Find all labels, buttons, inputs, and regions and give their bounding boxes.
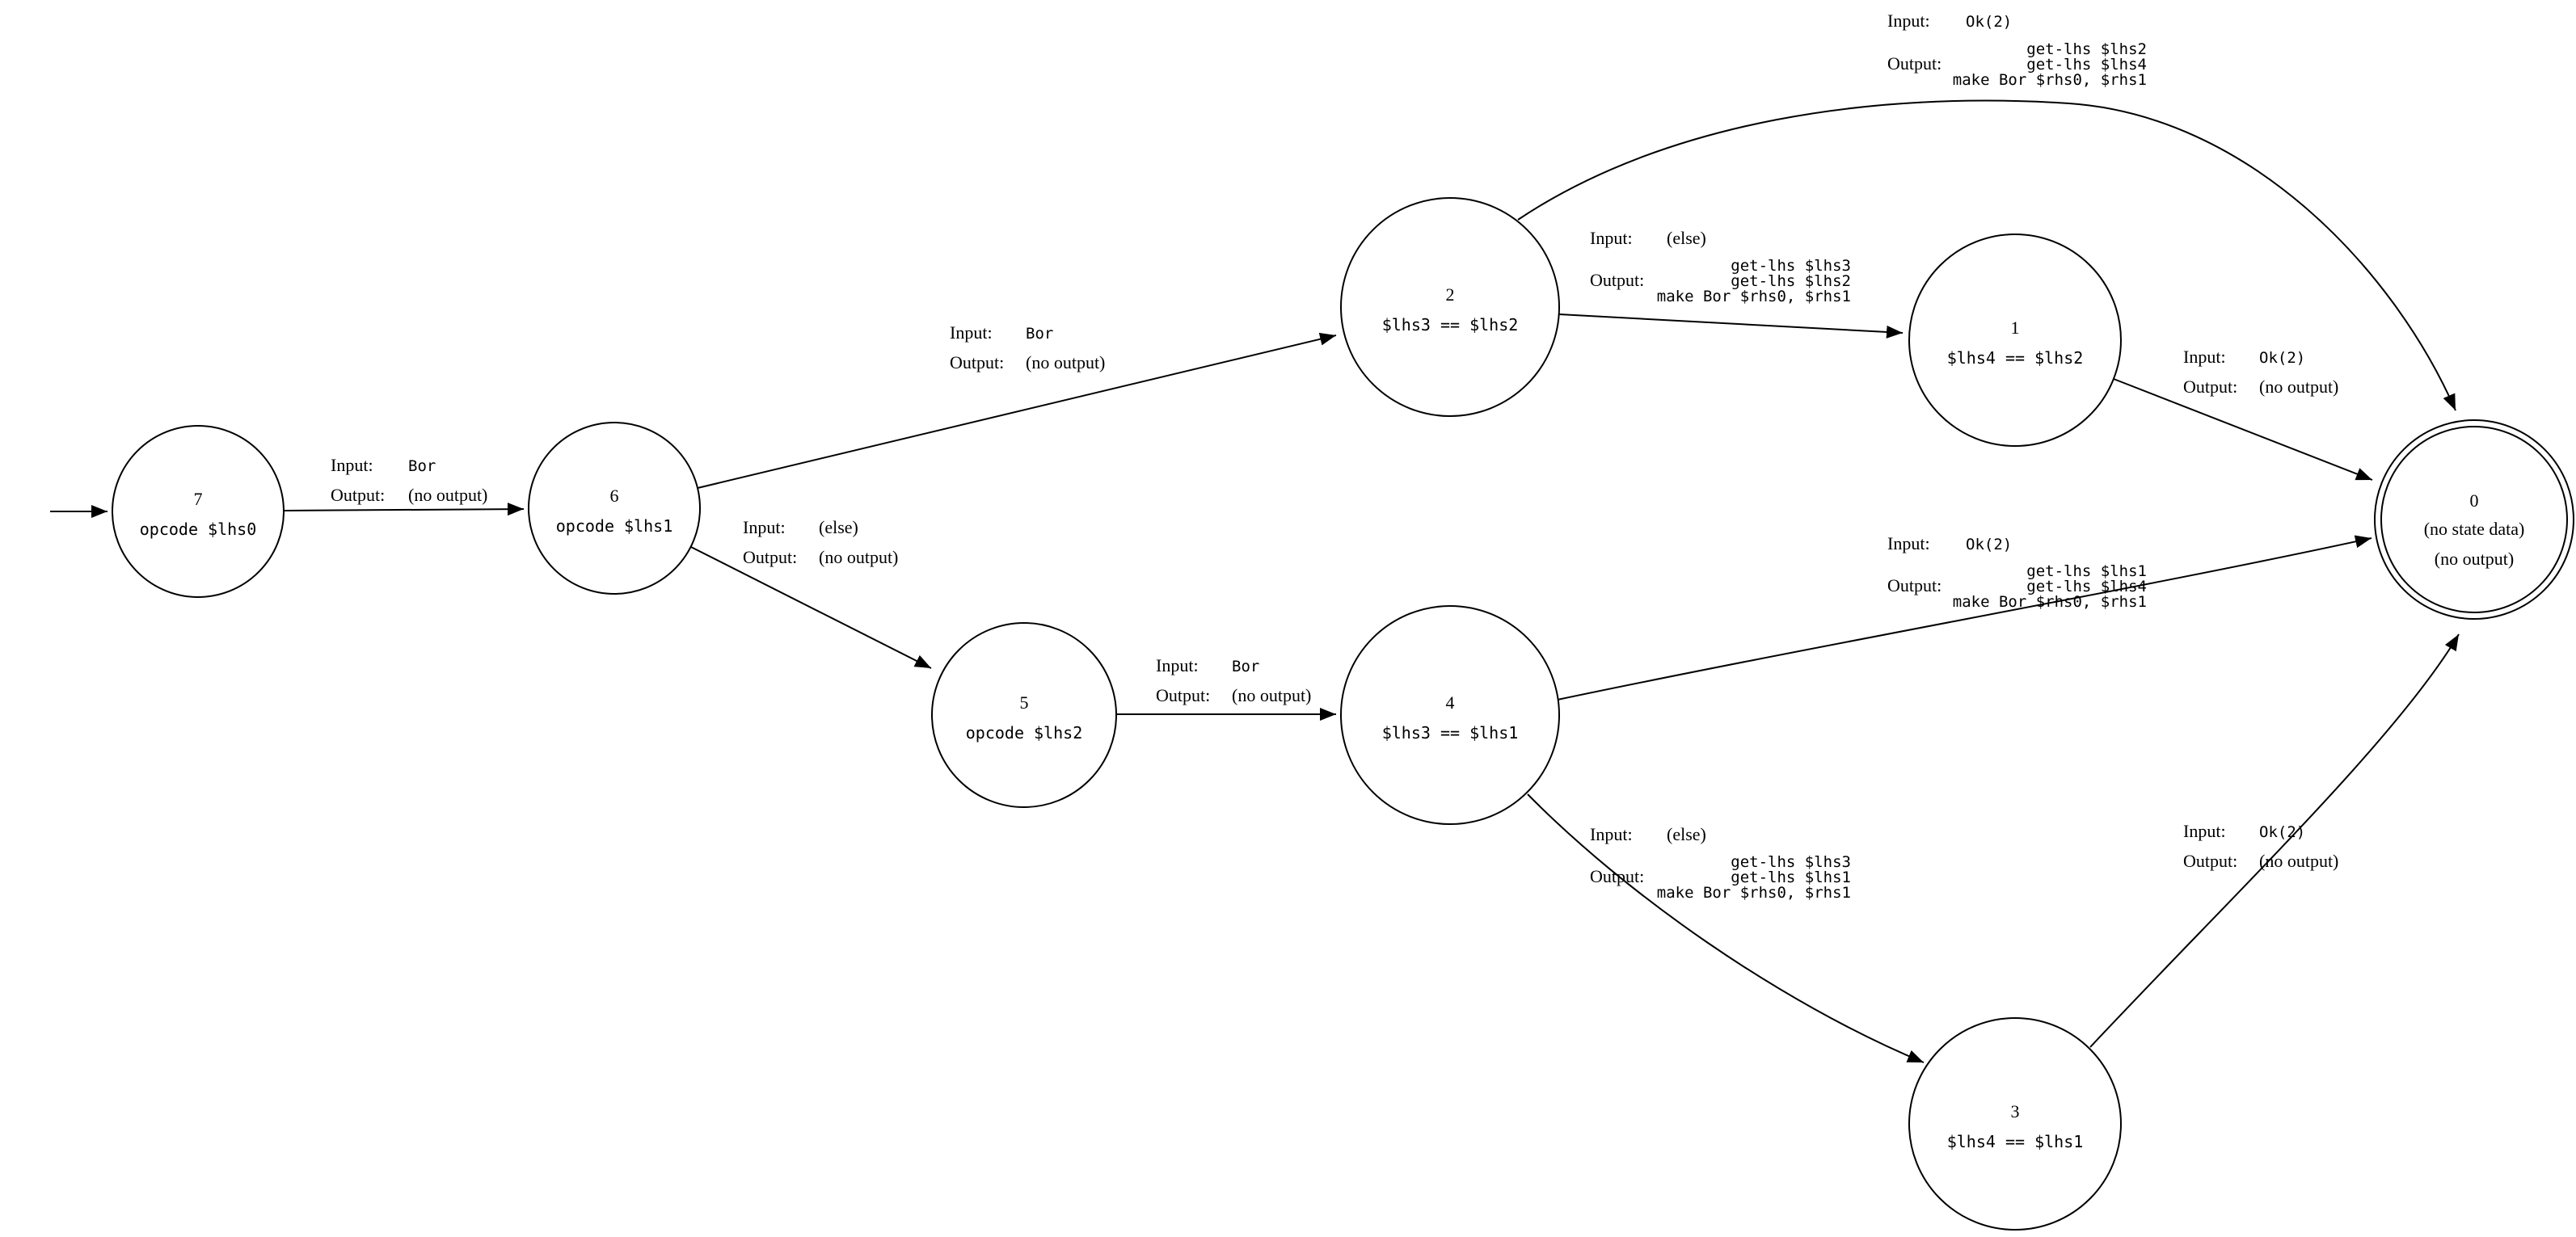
edge-3-0-input-value: Ok(2): [2259, 823, 2305, 841]
edge-7-6-output-label: Output:: [331, 485, 385, 505]
edge-4-0-output-line-1: get-lhs $lhs1: [2026, 562, 2147, 580]
edge-6-5-input-label: Input:: [743, 517, 786, 537]
edge-2-1-output-label: Output:: [1590, 270, 1644, 290]
edge-1-0: Input: Ok(2) Output: (no output): [2113, 347, 2373, 481]
edge-6-2-input-value: Bor: [1026, 325, 1053, 343]
edge-4-0: Input: Ok(2) Output: get-lhs $lhs1 get-l…: [1557, 533, 2372, 701]
edge-2-1-input-value: (else): [1667, 228, 1706, 248]
edge-4-3-output-label: Output:: [1590, 866, 1644, 886]
edge-6-5-output-value: (no output): [819, 547, 898, 567]
state-node-5: 5 opcode $lhs2: [931, 622, 1117, 808]
edge-6-2: Input: Bor Output: (no output): [697, 322, 1337, 489]
state-3-title: 3: [2011, 1101, 2020, 1121]
edge-4-3-output-line-1: get-lhs $lhs3: [1731, 853, 1851, 871]
edge-5-4-input-label: Input:: [1156, 655, 1199, 675]
state-4-code: $lhs3 == $lhs1: [1382, 723, 1519, 743]
edge-2-0-input-label: Input:: [1887, 11, 1930, 31]
state-node-0-accepting: 0 (no state data) (no output): [2374, 419, 2574, 620]
edge-6-5-output-label: Output:: [743, 547, 797, 567]
state-0-line-1: (no state data): [2424, 519, 2525, 539]
edge-2-1-output-line-3: make Bor $rhs0, $rhs1: [1657, 288, 1851, 305]
edge-7-6: Input: Bor Output: (no output): [283, 455, 525, 516]
edge-4-3-input-value: (else): [1667, 824, 1706, 844]
state-4-title: 4: [1446, 692, 1455, 713]
edge-4-3-output-line-3: make Bor $rhs0, $rhs1: [1657, 884, 1851, 902]
edge-2-0-output-line-3: make Bor $rhs0, $rhs1: [1953, 71, 2147, 89]
edge-6-2-output-value: (no output): [1026, 352, 1105, 372]
edge-4-3: Input: (else) Output: get-lhs $lhs3 get-…: [1527, 793, 1925, 1063]
edge-5-4-input-value: Bor: [1232, 658, 1259, 675]
edge-6-2-output-label: Output:: [950, 352, 1004, 372]
state-0-title: 0: [2470, 490, 2479, 511]
edge-6-5-input-value: (else): [819, 517, 858, 537]
state-2-code: $lhs3 == $lhs2: [1382, 315, 1519, 334]
state-2-title: 2: [1446, 284, 1455, 305]
state-1-title: 1: [2011, 318, 2020, 338]
edge-4-0-input-label: Input:: [1887, 533, 1930, 553]
edge-3-0-input-label: Input:: [2183, 821, 2226, 841]
edge-5-4: Input: Bor Output: (no output): [1116, 655, 1336, 721]
state-node-2: 2 $lhs3 == $lhs2: [1340, 197, 1560, 417]
edge-4-3-output-line-2: get-lhs $lhs1: [1731, 869, 1851, 886]
state-5-title: 5: [1020, 692, 1029, 713]
state-5-code: opcode $lhs2: [966, 723, 1083, 743]
edge-4-3-input-label: Input:: [1590, 824, 1633, 844]
state-node-1: 1 $lhs4 == $lhs2: [1908, 234, 2122, 447]
edge-1-0-input-value: Ok(2): [2259, 349, 2305, 367]
edge-4-0-output-line-3: make Bor $rhs0, $rhs1: [1953, 593, 2147, 611]
state-node-7: 7 opcode $lhs0: [112, 425, 285, 598]
edge-1-0-input-label: Input:: [2183, 347, 2226, 367]
edge-1-0-output-label: Output:: [2183, 377, 2237, 397]
state-7-code: opcode $lhs0: [140, 520, 257, 539]
edge-7-6-input-label: Input:: [331, 455, 373, 475]
edge-2-0-output-line-2: get-lhs $lhs4: [2026, 56, 2147, 74]
edge-7-6-output-value: (no output): [408, 485, 487, 505]
edge-2-1-output-line-1: get-lhs $lhs3: [1731, 257, 1851, 275]
edge-3-0-output-label: Output:: [2183, 851, 2237, 871]
state-node-6: 6 opcode $lhs1: [528, 422, 701, 595]
state-1-code: $lhs4 == $lhs2: [1947, 348, 2084, 368]
state-node-3: 3 $lhs4 == $lhs1: [1908, 1017, 2122, 1231]
edge-2-1-input-label: Input:: [1590, 228, 1633, 248]
edge-2-0-output-label: Output:: [1887, 53, 1941, 74]
edge-2-0: Input: Ok(2) Output: get-lhs $lhs2 get-l…: [1517, 11, 2456, 411]
edge-4-0-input-value: Ok(2): [1966, 536, 2012, 553]
edge-3-0: Input: Ok(2) Output: (no output): [2089, 633, 2460, 1048]
edge-3-0-output-value: (no output): [2259, 851, 2338, 871]
edge-7-6-input-value: Bor: [408, 457, 436, 475]
edge-2-0-input-value: Ok(2): [1966, 13, 2012, 31]
state-6-title: 6: [610, 486, 619, 506]
state-7-title: 7: [194, 489, 203, 509]
edge-4-0-output-label: Output:: [1887, 575, 1941, 595]
state-3-code: $lhs4 == $lhs1: [1947, 1132, 2084, 1151]
edge-5-4-output-label: Output:: [1156, 685, 1210, 705]
edge-6-2-input-label: Input:: [950, 322, 993, 343]
edge-4-0-output-line-2: get-lhs $lhs4: [2026, 578, 2147, 595]
state-node-4: 4 $lhs3 == $lhs1: [1340, 605, 1560, 825]
state-6-code: opcode $lhs1: [556, 516, 673, 536]
edge-2-1-output-line-2: get-lhs $lhs2: [1731, 272, 1851, 290]
edge-2-1: Input: (else) Output: get-lhs $lhs3 get-…: [1558, 228, 1904, 339]
edge-2-0-output-line-1: get-lhs $lhs2: [2026, 40, 2147, 58]
edge-1-0-output-value: (no output): [2259, 377, 2338, 397]
state-0-line-2: (no output): [2435, 549, 2514, 569]
edge-5-4-output-value: (no output): [1232, 685, 1311, 705]
edge-6-5: Input: (else) Output: (no output): [690, 517, 932, 669]
